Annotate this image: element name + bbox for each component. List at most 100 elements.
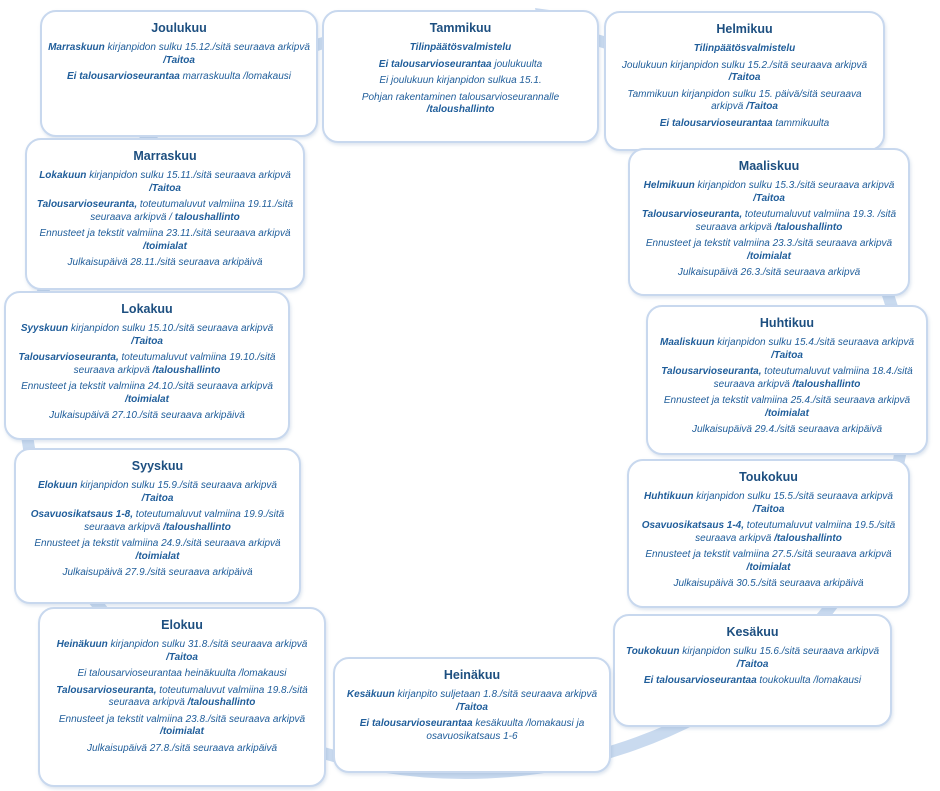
- month-note-line: Lokakuun kirjanpidon sulku 15.11./sitä s…: [33, 170, 297, 195]
- month-title: Helmikuu: [716, 22, 773, 36]
- note-emphasis: Talousarvioseuranta,: [36, 199, 138, 210]
- note-text: kirjanpidon sulku 15.5./sitä seuraava ar…: [693, 491, 893, 502]
- month-note-line: Julkaisupäivä 30.5./sitä seuraava arkipä…: [635, 578, 902, 591]
- month-note-line: Talousarvioseuranta, toteutumaluvut valm…: [654, 366, 920, 391]
- note-text: Ennusteet ja tekstit valmiina 23.11./sit…: [39, 228, 291, 239]
- note-emphasis: /Taitoa: [456, 701, 488, 713]
- note-emphasis: /Taitoa: [728, 72, 761, 83]
- month-note-line: Maaliskuun kirjanpidon sulku 15.4./sitä …: [654, 337, 920, 362]
- note-emphasis: /Taitoa: [752, 503, 785, 515]
- month-note-line: Ennusteet ja tekstit valmiina 23.11./sit…: [33, 228, 297, 253]
- note-emphasis: /Taitoa: [141, 492, 174, 504]
- month-note-line: Julkaisupäivä 27.8./sitä seuraava arkipä…: [46, 743, 318, 756]
- month-box-heinakuu: Heinäkuu Kesäkuun kirjanpito suljetaan 1…: [333, 657, 611, 773]
- note-emphasis: Tilinpäätösvalmistelu: [693, 43, 796, 54]
- note-text: Pohjan rakentaminen talousarvioseurannal…: [361, 91, 560, 103]
- month-note-line: Ennusteet ja tekstit valmiina 25.4./sitä…: [654, 395, 920, 420]
- note-text: toteutumaluvut valmiina 19.9./sitä seura…: [84, 509, 285, 533]
- month-note-line: Kesäkuun kirjanpito suljetaan 1.8./sitä …: [341, 689, 603, 714]
- note-emphasis: Talousarvioseuranta,: [641, 209, 743, 220]
- month-note-line: Tammikuun kirjanpidon sulku 15. päivä/si…: [612, 89, 877, 114]
- note-text: Ennusteet ja tekstit valmiina 27.5./sitä…: [645, 549, 892, 560]
- month-note-line: Huhtikuun kirjanpidon sulku 15.5./sitä s…: [635, 491, 902, 516]
- note-text: Ennusteet ja tekstit valmiina 25.4./sitä…: [663, 395, 911, 406]
- month-box-kesakuu: Kesäkuu Toukokuun kirjanpidon sulku 15.6…: [613, 614, 892, 727]
- note-emphasis: /taloushallinto: [792, 378, 861, 390]
- month-title: Marraskuu: [133, 149, 197, 163]
- month-note-line: Ei talousarvioseurantaa kesäkuulta /loma…: [341, 718, 603, 743]
- note-emphasis: /Taitoa: [149, 182, 181, 194]
- month-note-line: Ei talousarvioseurantaa joulukuulta: [330, 59, 591, 72]
- month-content: Huhtikuun kirjanpidon sulku 15.5./sitä s…: [635, 491, 902, 591]
- note-text: kirjanpito suljetaan 1.8./sitä seuraava …: [394, 689, 598, 700]
- note-emphasis: Tilinpäätösvalmistelu: [409, 42, 512, 53]
- month-title: Tammikuu: [429, 21, 492, 35]
- note-emphasis: /toimialat: [160, 726, 204, 737]
- note-emphasis: Helmikuun: [643, 180, 695, 191]
- note-emphasis: /Taitoa: [166, 651, 198, 663]
- note-text: kirjanpidon sulku 15.6./sitä seuraava ar…: [679, 646, 880, 657]
- month-title: Heinäkuu: [443, 668, 501, 682]
- note-emphasis: /Taitoa: [753, 192, 785, 204]
- note-text: toteutumaluvut valmiina 18.4./sitä seura…: [713, 366, 913, 390]
- note-emphasis: /toimialat: [135, 550, 180, 562]
- month-note-line: Syyskuun kirjanpidon sulku 15.10./sitä s…: [12, 323, 282, 348]
- month-box-toukokuu: Toukokuu Huhtikuun kirjanpidon sulku 15.…: [627, 459, 910, 608]
- month-content: Elokuun kirjanpidon sulku 15.9./sitä seu…: [22, 480, 293, 580]
- note-emphasis: /Taitoa: [736, 658, 769, 670]
- month-note-line: Helmikuun kirjanpidon sulku 15.3./sitä s…: [636, 180, 902, 205]
- note-text: Julkaisupäivä 27.8./sitä seuraava arkipä…: [86, 742, 278, 754]
- month-note-line: Ennusteet ja tekstit valmiina 23.8./sitä…: [46, 714, 318, 739]
- note-text: kirjanpidon sulku 15.9./sitä seuraava ar…: [77, 480, 277, 491]
- month-content: Toukokuun kirjanpidon sulku 15.6./sitä s…: [621, 646, 884, 688]
- note-emphasis: Elokuun: [37, 480, 78, 491]
- note-text: kirjanpidon sulku 15.4./sitä seuraava ar…: [714, 337, 915, 348]
- month-box-elokuu: Elokuu Heinäkuun kirjanpidon sulku 31.8.…: [38, 607, 326, 787]
- note-emphasis: /Taitoa: [746, 101, 778, 112]
- month-box-huhtikuu: Huhtikuu Maaliskuun kirjanpidon sulku 15…: [646, 305, 928, 455]
- month-content: Helmikuun kirjanpidon sulku 15.3./sitä s…: [636, 180, 902, 280]
- month-box-joulukuu: Joulukuu Marraskuun kirjanpidon sulku 15…: [40, 10, 318, 137]
- note-text: kirjanpidon sulku 31.8./sitä seuraava ar…: [107, 639, 308, 650]
- note-text: toteutumaluvut valmiina 19.10./sitä seur…: [73, 352, 276, 376]
- month-note-line: Osavuosikatsaus 1-8, toteutumaluvut valm…: [22, 509, 293, 534]
- note-emphasis: Heinäkuun: [56, 639, 108, 650]
- month-note-line: Ennusteet ja tekstit valmiina 27.5./sitä…: [635, 549, 902, 574]
- note-text: toteutumaluvut valmiina 19.5./sitä seura…: [695, 520, 896, 544]
- month-note-line: Talousarvioseuranta, toteutumaluvut valm…: [636, 209, 902, 234]
- month-note-line: Elokuun kirjanpidon sulku 15.9./sitä seu…: [22, 480, 293, 505]
- note-emphasis: Ei talousarvioseurantaa: [643, 675, 757, 686]
- month-note-line: Toukokuun kirjanpidon sulku 15.6./sitä s…: [621, 646, 884, 671]
- note-text: kirjanpidon sulku 15.10./sitä seuraava a…: [68, 323, 274, 334]
- month-note-line: Ennusteet ja tekstit valmiina 23.3./sitä…: [636, 238, 902, 263]
- note-emphasis: Ei talousarvioseurantaa: [359, 718, 473, 729]
- note-text: Julkaisupäivä 27.10./sitä seuraava arkip…: [49, 410, 245, 421]
- note-emphasis: /toimialat: [746, 561, 791, 573]
- month-note-line: Tilinpäätösvalmistelu: [612, 43, 877, 56]
- note-emphasis: Talousarvioseuranta,: [18, 352, 119, 363]
- note-text: Julkaisupäivä 30.5./sitä seuraava arkipä…: [673, 578, 864, 589]
- note-text: Ei talousarvioseurantaa heinäkuulta /lom…: [77, 668, 287, 679]
- note-text: kirjanpidon sulku 15.3./sitä seuraava ar…: [694, 180, 895, 191]
- month-title: Syyskuu: [131, 459, 184, 473]
- month-content: Marraskuun kirjanpidon sulku 15.12./sitä…: [48, 42, 310, 84]
- month-title: Maaliskuu: [738, 159, 800, 173]
- month-content: Lokakuun kirjanpidon sulku 15.11./sitä s…: [33, 170, 297, 270]
- month-note-line: Talousarvioseuranta, toteutumaluvut valm…: [12, 352, 282, 377]
- note-emphasis: /taloushallinto: [774, 532, 842, 544]
- note-emphasis: Osavuosikatsaus 1-8,: [30, 509, 134, 520]
- month-content: Syyskuun kirjanpidon sulku 15.10./sitä s…: [12, 323, 282, 423]
- note-emphasis: /taloushallinto: [774, 221, 843, 233]
- note-text: kesäkuulta /lomakausi ja osavuosikatsaus…: [426, 718, 585, 742]
- note-text: joulukuulta: [491, 58, 543, 70]
- note-emphasis: /toimialat: [765, 407, 809, 419]
- month-content: Kesäkuun kirjanpito suljetaan 1.8./sitä …: [341, 689, 603, 743]
- month-box-syyskuu: Syyskuu Elokuun kirjanpidon sulku 15.9./…: [14, 448, 301, 604]
- month-note-line: Julkaisupäivä 26.3./sitä seuraava arkipv…: [636, 267, 902, 280]
- month-note-line: Julkaisupäivä 28.11./sitä seuraava arkip…: [33, 257, 297, 270]
- note-text: Julkaisupäivä 27.9./sitä seuraava arkipä…: [62, 567, 253, 578]
- note-text: Tammikuun kirjanpidon sulku 15. päivä/si…: [627, 88, 862, 113]
- note-emphasis: /taloushallinto: [187, 697, 256, 708]
